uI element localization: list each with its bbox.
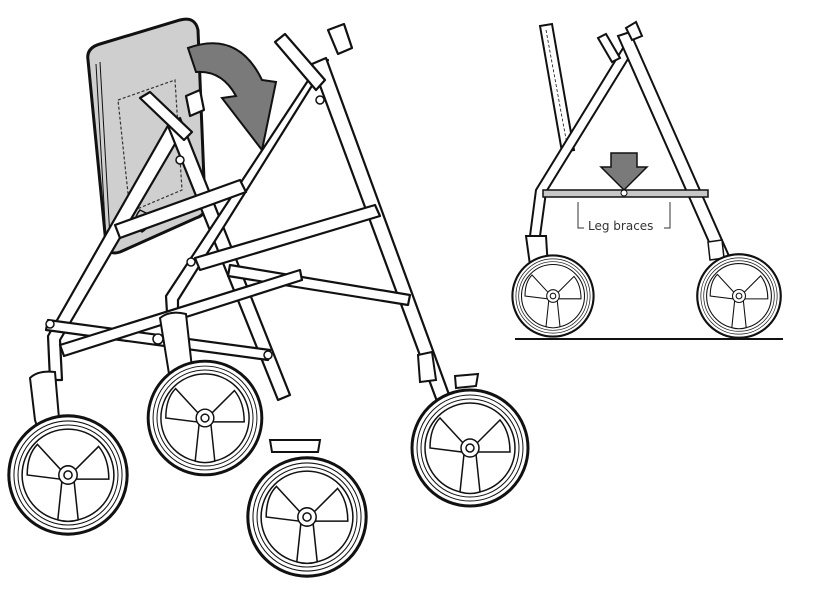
side-walker-view	[511, 20, 783, 340]
side-wheel-right	[696, 253, 782, 339]
wheel-front-left	[7, 414, 129, 536]
leg-braces-label: Leg braces	[588, 219, 654, 233]
wheel-rear-left	[146, 359, 264, 477]
side-wheel-left	[511, 254, 595, 338]
wheel-front-center	[246, 456, 368, 578]
fold-arrow-icon	[186, 42, 278, 153]
wheel-rear-right	[410, 388, 530, 508]
main-walker-view	[7, 17, 530, 578]
press-down-arrow-icon	[599, 152, 649, 192]
